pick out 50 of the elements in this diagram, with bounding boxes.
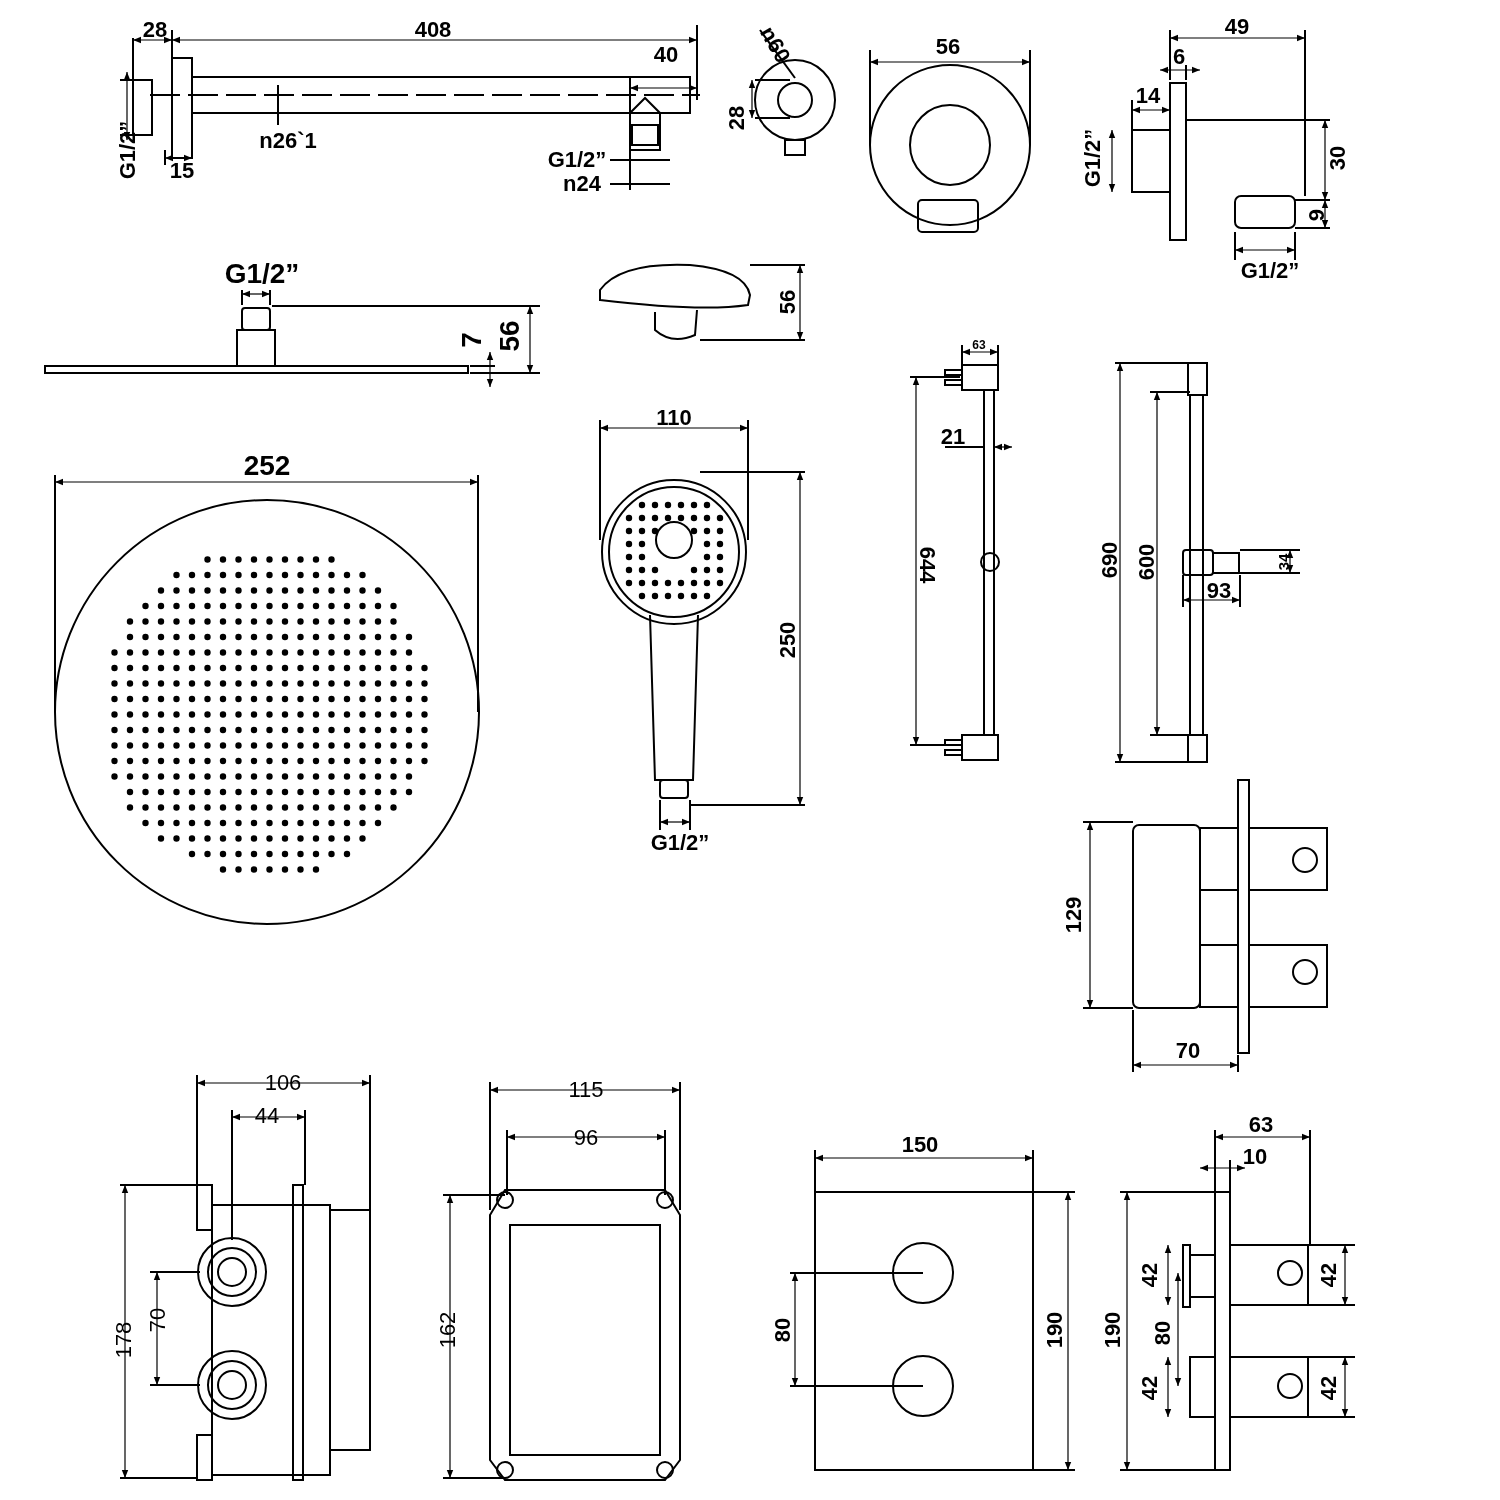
dimension-label: 15 bbox=[169, 160, 195, 182]
dimension-label: 42 bbox=[1139, 1262, 1161, 1288]
dimension-label: G1/2” bbox=[1082, 128, 1104, 188]
dimension-label: 30 bbox=[1327, 145, 1349, 171]
dimension-label: 40 bbox=[653, 44, 679, 66]
dimension-label: 56 bbox=[935, 36, 961, 58]
dimension-label: G1/2” bbox=[1240, 260, 1300, 282]
dimension-label: 162 bbox=[437, 1311, 459, 1349]
dimension-label: 408 bbox=[414, 19, 452, 41]
dimension-label: 42 bbox=[1318, 1262, 1340, 1288]
dimension-label: 44 bbox=[254, 1105, 280, 1127]
dimension-label: 93 bbox=[1206, 580, 1232, 602]
dimension-label: 150 bbox=[901, 1134, 939, 1156]
dimension-label: 129 bbox=[1063, 896, 1085, 934]
dimension-label: 250 bbox=[777, 621, 799, 659]
dimension-label: 80 bbox=[772, 1317, 794, 1343]
dimension-label: 80 bbox=[1152, 1320, 1174, 1346]
dimension-label: 7 bbox=[458, 332, 486, 348]
dimension-label: 600 bbox=[1136, 543, 1158, 581]
dimension-label: 70 bbox=[1175, 1040, 1201, 1062]
dimension-label: 42 bbox=[1139, 1375, 1161, 1401]
dimension-label: 252 bbox=[243, 452, 291, 480]
dimension-label: n24 bbox=[563, 173, 601, 195]
dimension-label: 644 bbox=[916, 546, 938, 584]
dimension-label: 14 bbox=[1135, 85, 1161, 107]
dimension-label: 63 bbox=[1248, 1114, 1274, 1136]
dimension-label: G1/2” bbox=[547, 149, 607, 171]
dimension-label: 56 bbox=[496, 320, 524, 352]
dimension-label: n26`1 bbox=[259, 130, 317, 152]
dimension-label: 9 bbox=[1306, 208, 1328, 222]
dimension-label: 690 bbox=[1099, 541, 1121, 579]
dimension-label: 190 bbox=[1044, 1311, 1066, 1349]
dimension-label: 28 bbox=[726, 105, 748, 131]
dimension-label: 56 bbox=[777, 289, 799, 315]
dimension-label: 6 bbox=[1172, 46, 1186, 68]
dimension-label: 110 bbox=[656, 407, 692, 429]
dimension-label: G1/2” bbox=[224, 260, 300, 288]
dimension-label: G1/2” bbox=[650, 832, 710, 854]
dimension-label: 106 bbox=[264, 1072, 302, 1094]
dimension-label: 63 bbox=[972, 339, 986, 351]
dimension-label: 28 bbox=[142, 19, 168, 41]
dimension-label: 42 bbox=[1318, 1375, 1340, 1401]
dimension-label: 70 bbox=[147, 1307, 169, 1333]
dimension-label: 49 bbox=[1224, 16, 1250, 38]
dimension-label: 10 bbox=[1242, 1146, 1268, 1168]
dimension-label: 190 bbox=[1102, 1311, 1124, 1349]
dimension-label: 178 bbox=[113, 1321, 135, 1359]
dimension-label: 115 bbox=[568, 1079, 604, 1101]
dimension-label: 96 bbox=[573, 1127, 599, 1149]
dimension-label: 21 bbox=[940, 426, 966, 448]
